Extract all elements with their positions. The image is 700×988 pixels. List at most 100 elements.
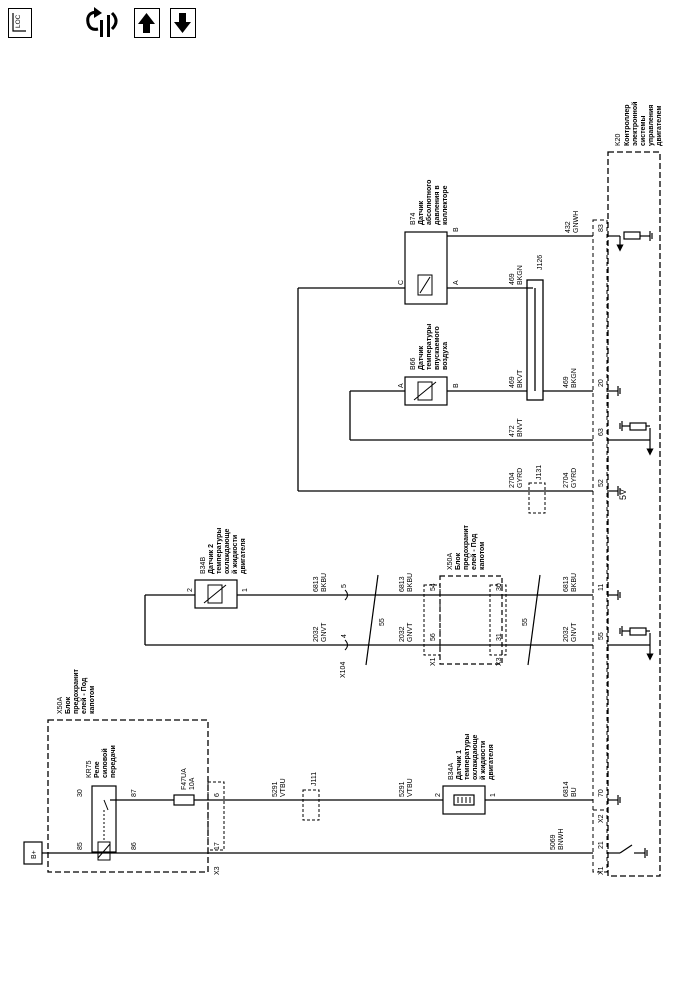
svg-text:елей - Под: елей - Под [80,677,88,714]
svg-text:электронной: электронной [631,102,639,146]
svg-text:5V: 5V [618,489,628,500]
sensor-b74-box [404,231,448,305]
svg-text:двигателя: двигателя [488,744,495,780]
svg-text:GYRD: GYRD [517,468,524,488]
svg-text:56: 56 [430,633,437,641]
svg-text:температуры: температуры [464,734,471,780]
svg-text:B74: B74 [410,212,417,225]
svg-text:87: 87 [131,789,138,797]
svg-text:30: 30 [496,583,503,591]
svg-text:20: 20 [598,379,605,387]
svg-text:J126: J126 [537,255,544,270]
sensor-b34a-box [442,785,486,815]
fuse-block-conn-x3 [207,781,225,851]
svg-text:B34A: B34A [448,763,455,780]
svg-text:6: 6 [214,793,221,797]
svg-text:Датчик: Датчик [418,200,425,225]
arrow-up-button[interactable] [134,8,160,38]
svg-text:469: 469 [509,273,516,285]
svg-text:GNWH: GNWH [573,211,580,233]
svg-text:F47UA: F47UA [181,768,188,790]
svg-text:54: 54 [430,583,437,591]
sensor-b66-box [404,376,448,406]
svg-text:2704: 2704 [509,472,516,488]
splice-j131 [528,482,546,514]
svg-text:BU: BU [571,787,578,797]
arrow-down-icon [174,13,191,33]
svg-text:86: 86 [131,842,138,850]
svg-text:предохранит: предохранит [73,668,80,714]
arrow-down-button[interactable] [170,8,196,38]
fuse-block-x50a [47,719,209,873]
svg-text:двигателем: двигателем [656,105,663,146]
svg-text:30: 30 [77,789,84,797]
svg-text:1: 1 [490,793,497,797]
svg-text:55: 55 [379,618,386,626]
svg-text:системы: системы [640,116,647,146]
svg-text:Реле: Реле [94,761,101,778]
svg-text:двигателя: двигателя [240,538,247,574]
svg-text:X50A: X50A [57,697,64,714]
svg-text:472: 472 [509,425,516,437]
ecm-internal-circuits [607,231,654,858]
svg-text:J131: J131 [536,465,543,480]
svg-text:6814: 6814 [563,781,570,797]
sensor-b34b-element [207,584,223,604]
svg-text:силовой: силовой [101,748,109,778]
arrow-up-icon [138,13,155,33]
svg-text:впускаемого: впускаемого [434,326,441,370]
svg-text:B: B [453,227,460,232]
location-icon: LOC [12,13,26,32]
svg-text:11: 11 [598,584,605,591]
svg-text:A: A [453,280,460,285]
svg-text:5291: 5291 [399,781,406,797]
relay-kr75 [91,785,117,853]
ecm-label: K20 Контроллер электронной системы управ… [615,102,663,146]
svg-text:Контроллер: Контроллер [624,104,631,146]
svg-text:охлаждающе: охлаждающе [472,734,479,780]
svg-text:GNVT: GNVT [571,622,578,642]
svg-text:BKBU: BKBU [407,573,414,592]
svg-text:абсолютного: абсолютного [425,180,433,225]
svg-text:охлаждающе: охлаждающе [224,528,231,574]
svg-text:X104: X104 [340,662,347,678]
svg-text:A: A [398,383,405,388]
ecm-k20-box [607,151,661,877]
fuse-f47ua-label: F47UA 10A [181,768,196,790]
sensor-b34a-label: B34A Датчик 1 температуры охлаждающе й ж… [448,734,495,780]
svg-text:BKBU: BKBU [321,573,328,592]
svg-text:6813: 6813 [563,576,570,592]
svg-text:Датчик 2: Датчик 2 [208,544,215,574]
svg-text:B66: B66 [410,357,417,370]
svg-text:коллекторе: коллекторе [442,185,449,225]
svg-text:X1: X1 [430,657,437,666]
svg-text:2: 2 [435,793,442,797]
ecm-connector-strip [592,219,608,873]
svg-text:X1: X1 [598,866,605,875]
wire-harness-navigation-icon[interactable] [84,5,128,41]
ecm-ref: K20 [615,133,622,146]
svg-text:BNVT: BNVT [517,418,524,437]
location-icon-label: LOC [15,14,22,28]
svg-text:17: 17 [214,842,221,850]
svg-text:B: B [453,383,460,388]
fuse-block-label: X50A Блок предохранит елей - Под капотом [57,668,96,714]
svg-text:VTBU: VTBU [280,778,287,797]
svg-text:6813: 6813 [313,576,320,592]
sensor-b34b-label: B34B Датчик 2 температуры охлаждающе й ж… [200,528,247,574]
svg-text:2704: 2704 [563,472,570,488]
svg-text:C: C [398,280,405,285]
svg-text:GYRD: GYRD [571,468,578,488]
svg-text:469: 469 [563,376,570,388]
sensor-b66-element [417,381,433,401]
svg-text:VTBU: VTBU [407,778,414,797]
location-button[interactable]: LOC [8,8,32,38]
svg-text:X2: X2 [598,814,605,823]
svg-text:B+: B+ [31,850,38,859]
svg-text:63: 63 [598,428,605,436]
svg-text:давления в: давления в [434,185,441,225]
svg-text:KR75: KR75 [86,760,93,778]
svg-text:управления: управления [648,105,655,146]
splice-j126 [526,279,544,401]
